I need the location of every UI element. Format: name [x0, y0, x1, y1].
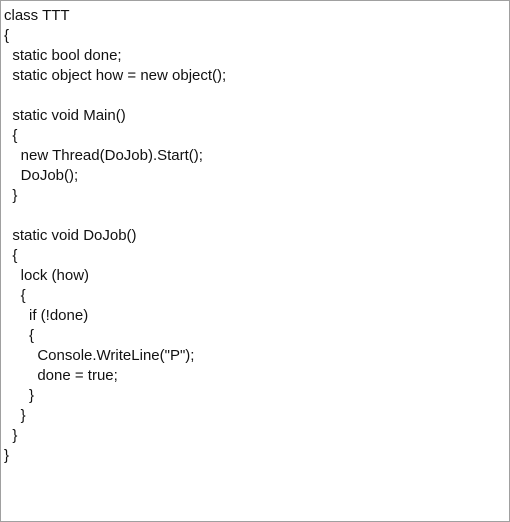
code-line: }: [4, 427, 18, 444]
code-line: {: [4, 27, 10, 44]
code-line: static object how = new object();: [4, 67, 227, 84]
code-line: lock (how): [4, 267, 90, 284]
code-line: }: [4, 407, 26, 424]
code-block: class TTT { static bool done; static obj…: [4, 6, 226, 466]
code-line: }: [4, 387, 35, 404]
code-line: {: [4, 327, 35, 344]
code-line: {: [4, 287, 26, 304]
code-line: Console.WriteLine("P");: [4, 347, 195, 364]
code-line: [4, 206, 226, 226]
code-line: {: [4, 247, 18, 264]
code-line: {: [4, 127, 18, 144]
code-line: static void DoJob(): [4, 227, 137, 244]
code-line: }: [4, 187, 18, 204]
code-line: }: [4, 447, 10, 464]
code-line: static void Main(): [4, 107, 126, 124]
code-line: done = true;: [4, 367, 118, 384]
code-line: class TTT: [4, 7, 70, 24]
code-line: DoJob();: [4, 167, 79, 184]
code-line: if (!done): [4, 307, 89, 324]
code-line: new Thread(DoJob).Start();: [4, 147, 203, 164]
code-line: static bool done;: [4, 47, 122, 64]
code-line: [4, 86, 226, 106]
